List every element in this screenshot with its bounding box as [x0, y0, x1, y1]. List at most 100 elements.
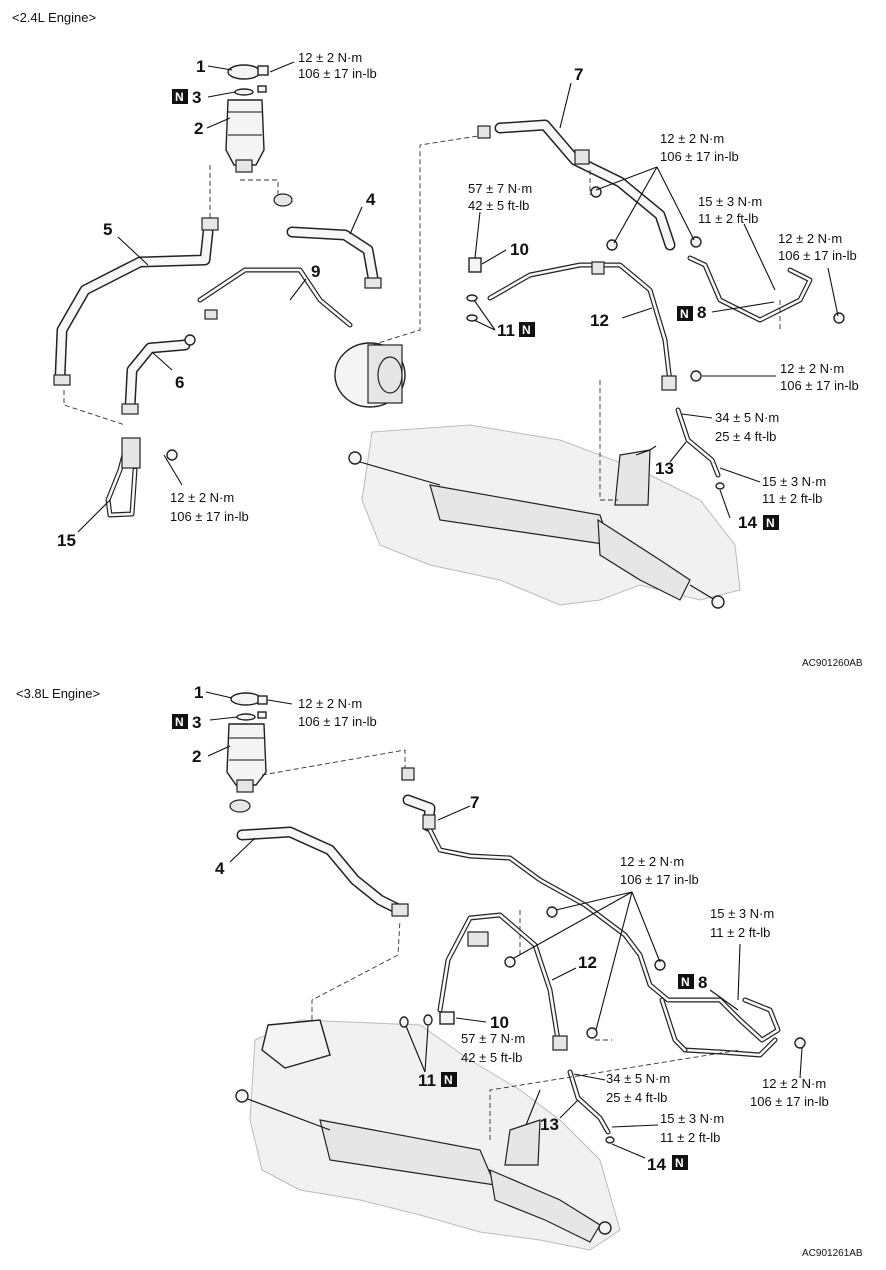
pipe-13: [567, 1069, 611, 1135]
torque-12-upper-b: 106 ± 17 in-lb: [620, 872, 699, 887]
torque-10b: 42 ± 5 ft-lb: [468, 198, 529, 213]
callout-11: 11: [418, 1071, 436, 1090]
callout-6: 6: [175, 373, 184, 392]
reservoir-cap: [227, 64, 261, 80]
callout-12: 12: [590, 311, 609, 330]
torque-13-lower-a: 15 ± 3 N·m: [660, 1111, 724, 1126]
torque-8-right-a: 12 ± 2 N·m: [778, 231, 842, 246]
steering-gear-assembly: [348, 424, 741, 609]
pipe-12: [487, 261, 677, 391]
callout-9: 9: [311, 262, 320, 281]
pressure-hose-7: [401, 767, 781, 1058]
torque-8-right-b: 106 ± 17 in-lb: [778, 248, 857, 263]
torque-10b: 42 ± 5 ft-lb: [461, 1050, 522, 1065]
torque-12-upper-a: 12 ± 2 N·m: [620, 854, 684, 869]
section-3-8l-engine: <3.8L Engine>: [16, 683, 863, 1259]
suction-hose-4: [273, 193, 382, 289]
reservoir-cap: [230, 692, 262, 706]
oil-pump: [334, 342, 406, 408]
suction-hose-4: [236, 826, 409, 917]
leader-lines: [205, 691, 803, 1159]
torque-12b: 106 ± 17 in-lb: [780, 378, 859, 393]
callout-13: 13: [540, 1115, 559, 1134]
torque-13-lower-b: 11 ± 2 ft-lb: [660, 1130, 720, 1145]
torque-8-upper-b: 11 ± 2 ft-lb: [710, 925, 770, 940]
return-hose-5: [53, 217, 219, 386]
callout-8: 8: [697, 303, 706, 322]
section-title: <3.8L Engine>: [16, 686, 100, 701]
figure-code: AC901260AB: [802, 658, 863, 669]
svg-text:N: N: [522, 323, 531, 337]
torque-13-upper-a: 34 ± 5 N·m: [715, 410, 779, 425]
torque-10a: 57 ± 7 N·m: [461, 1031, 525, 1046]
pipe-13: [675, 407, 721, 478]
pressure-hose-7: [477, 119, 813, 323]
torque-1a: 12 ± 2 N·m: [298, 696, 362, 711]
torque-12a: 12 ± 2 N·m: [780, 361, 844, 376]
fasteners: [166, 186, 845, 490]
torque-10a: 57 ± 7 N·m: [468, 181, 532, 196]
torque-15a: 12 ± 2 N·m: [170, 490, 234, 505]
section-2-4l-engine: <2.4L Engine>: [12, 10, 863, 669]
callout-numbers: 1 2 3 4 5 6 7 8 9 10 11 12 13 14 15: [57, 57, 757, 550]
svg-text:N: N: [680, 307, 689, 321]
steering-gear-assembly: [235, 1019, 621, 1251]
reservoir: [225, 99, 265, 166]
torque-1a: 12 ± 2 N·m: [298, 50, 362, 65]
torque-1b: 106 ± 17 in-lb: [298, 66, 377, 81]
svg-text:N: N: [766, 516, 775, 530]
alignment-lines: [63, 135, 781, 501]
callout-8: 8: [698, 973, 707, 992]
n-badge-8: N: [677, 306, 693, 321]
n-badge-3: N: [172, 714, 188, 729]
torque-8-upper-a: 15 ± 3 N·m: [698, 194, 762, 209]
callout-3: 3: [192, 88, 201, 107]
pipe-15: [105, 437, 141, 518]
torque-8-lower-b: 106 ± 17 in-lb: [750, 1094, 829, 1109]
callout-12: 12: [578, 953, 597, 972]
svg-text:N: N: [175, 90, 184, 104]
callout-1: 1: [196, 57, 205, 76]
svg-text:N: N: [675, 1156, 684, 1170]
figure-code: AC901261AB: [802, 1248, 863, 1259]
torque-13-upper-b: 25 ± 4 ft-lb: [606, 1090, 667, 1105]
pipe-9: [197, 267, 353, 328]
callout-11: 11: [497, 321, 515, 340]
callout-10: 10: [490, 1013, 509, 1032]
torque-13-lower-a: 15 ± 3 N·m: [762, 474, 826, 489]
section-title: <2.4L Engine>: [12, 10, 96, 25]
n-badge-11: N: [441, 1072, 457, 1087]
svg-text:N: N: [175, 715, 184, 729]
torque-8-lower-a: 12 ± 2 N·m: [762, 1076, 826, 1091]
callout-numbers: 1 2 3 4 7 8 10 11 12 13 14: [192, 683, 707, 1174]
callout-7: 7: [470, 793, 479, 812]
reservoir-assembly: [226, 692, 268, 813]
svg-text:N: N: [681, 975, 690, 989]
callout-1: 1: [194, 683, 203, 702]
n-badge-8: N: [678, 974, 694, 989]
callout-4: 4: [366, 190, 376, 209]
torque-13-upper-b: 25 ± 4 ft-lb: [715, 429, 776, 444]
torque-15b: 106 ± 17 in-lb: [170, 509, 249, 524]
callout-14: 14: [738, 513, 757, 532]
alignment-lines: [261, 749, 741, 1140]
callout-2: 2: [192, 747, 201, 766]
torque-13-upper-a: 34 ± 5 N·m: [606, 1071, 670, 1086]
torque-specs: 12 ± 2 N·m 106 ± 17 in-lb 12 ± 2 N·m 106…: [298, 696, 829, 1145]
callout-7: 7: [574, 65, 583, 84]
callout-15: 15: [57, 531, 76, 550]
torque-specs: 12 ± 2 N·m 106 ± 17 in-lb 12 ± 2 N·m 106…: [170, 50, 859, 524]
torque-1b: 106 ± 17 in-lb: [298, 714, 377, 729]
n-badge-14: N: [763, 515, 779, 530]
reservoir: [226, 723, 267, 786]
torque-8-upper-b: 11 ± 2 ft-lb: [698, 211, 758, 226]
torque-13-lower-b: 11 ± 2 ft-lb: [762, 491, 822, 506]
callout-14: 14: [647, 1155, 666, 1174]
pipe-12: [437, 912, 568, 1051]
callout-5: 5: [103, 220, 112, 239]
leader-lines: [77, 61, 839, 533]
suction-hose-6: [121, 334, 196, 415]
callout-10: 10: [510, 240, 529, 259]
n-badge-11: N: [519, 322, 535, 337]
